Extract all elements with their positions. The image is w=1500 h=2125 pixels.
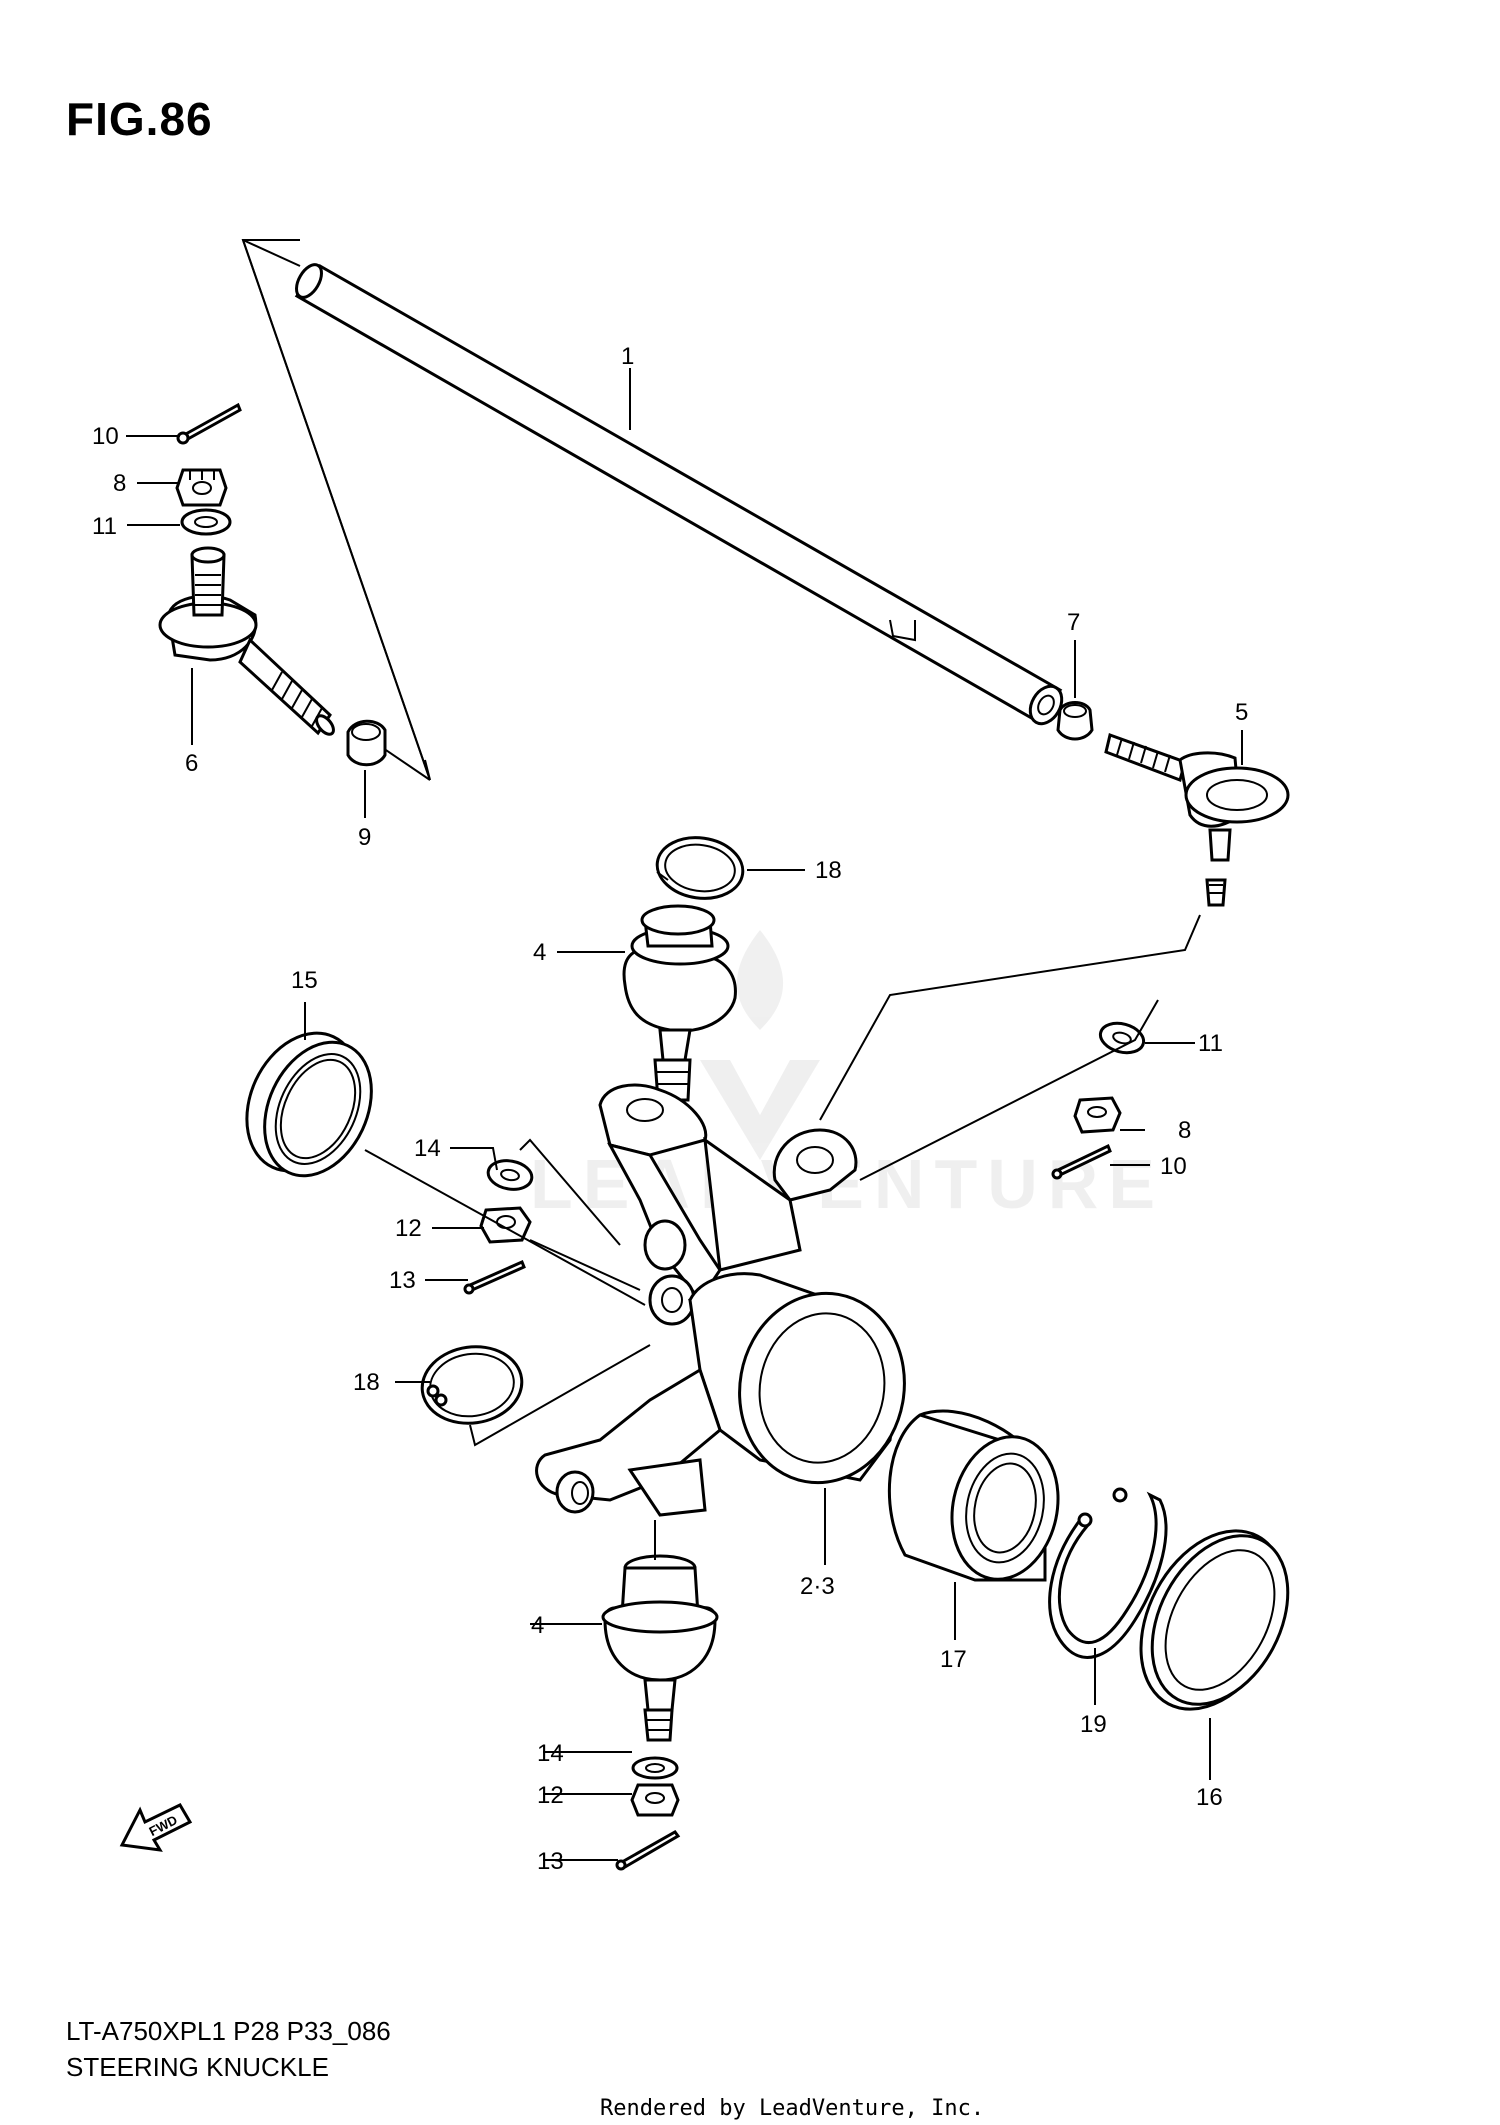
callout-14-lower: 14	[537, 1740, 564, 1767]
callout-13-lower: 13	[537, 1848, 564, 1875]
tie-rod-end-right	[1104, 733, 1290, 907]
callout-13-middle: 13	[389, 1267, 416, 1294]
figure-title: FIG.86	[66, 93, 213, 145]
callout-11-upper-left: 11	[92, 513, 117, 540]
leader-lines	[126, 368, 1243, 1861]
washer-middle	[486, 1159, 534, 1191]
callout-11-right: 11	[1198, 1030, 1223, 1057]
circlip-bearing	[1048, 1487, 1168, 1659]
ball-joint-upper	[622, 904, 737, 1102]
washer-upper-left	[180, 508, 232, 536]
callout-2-3: 2·3	[800, 1573, 835, 1600]
callout-17: 17	[940, 1646, 967, 1673]
tie-rod	[294, 263, 1064, 726]
callout-19: 19	[1080, 1711, 1107, 1738]
steering-knuckle	[535, 1083, 906, 1517]
cotter-pin-lower	[615, 1830, 681, 1871]
washer-lower	[631, 1756, 679, 1780]
reference-line-lower-circlip	[469, 1344, 651, 1447]
callout-6: 6	[185, 750, 198, 777]
reference-line-right-hardware	[859, 999, 1159, 1181]
callout-10-right: 10	[1160, 1153, 1187, 1180]
render-credit: Rendered by LeadVenture, Inc.	[600, 2096, 985, 2121]
watermark-logo	[700, 930, 820, 1160]
callout-18-lower: 18	[353, 1369, 380, 1396]
callout-5: 5	[1235, 699, 1248, 726]
castle-nut-lower	[630, 1783, 680, 1817]
circlip-upper	[655, 836, 745, 900]
washer-right	[1098, 1021, 1146, 1055]
callout-15: 15	[291, 967, 318, 994]
callout-10-upper-left: 10	[92, 423, 119, 450]
wheel-bearing	[887, 1409, 1060, 1582]
cotter-pin-upper-left	[176, 402, 242, 445]
callout-8-right: 8	[1178, 1117, 1191, 1144]
callout-18-upper: 18	[815, 857, 842, 884]
oil-seal-left	[245, 1031, 373, 1178]
ball-joint-lower	[601, 1554, 719, 1742]
callout-8-upper-left: 8	[113, 470, 126, 497]
callout-12-lower: 12	[537, 1782, 564, 1809]
castle-nut-right	[1073, 1096, 1122, 1134]
callout-12-middle: 12	[395, 1215, 422, 1242]
callouts: 1 10 8 11 6 9 7 5 18 4 15 11 8 10 14 12 …	[92, 343, 1248, 1875]
reference-line-middle-hardware	[519, 1138, 641, 1291]
cotter-pin-middle	[463, 1259, 526, 1295]
callout-4-upper: 4	[533, 939, 546, 966]
reference-line-seal	[364, 1149, 646, 1306]
reference-line-right-tie-rod	[819, 914, 1201, 1121]
forward-arrow-icon: FWD	[119, 1803, 193, 1852]
tie-rod-end-left	[158, 546, 335, 736]
nut-right-tie-rod	[1056, 701, 1094, 741]
callout-7: 7	[1067, 609, 1080, 636]
section-name: STEERING KNUCKLE	[66, 2052, 329, 2082]
circlip-lower	[420, 1345, 524, 1425]
castle-nut-upper-left	[175, 468, 228, 507]
callout-9: 9	[358, 824, 371, 851]
callout-16: 16	[1196, 1784, 1223, 1811]
callout-14-middle: 14	[414, 1135, 441, 1162]
nut-left-tie-rod	[346, 719, 387, 767]
model-code: LT-A750XPL1 P28 P33_086	[66, 2016, 391, 2046]
cotter-pin-right	[1051, 1143, 1112, 1180]
callout-4-lower: 4	[531, 1612, 544, 1639]
callout-1: 1	[621, 343, 634, 370]
oil-seal-right	[1139, 1529, 1290, 1711]
